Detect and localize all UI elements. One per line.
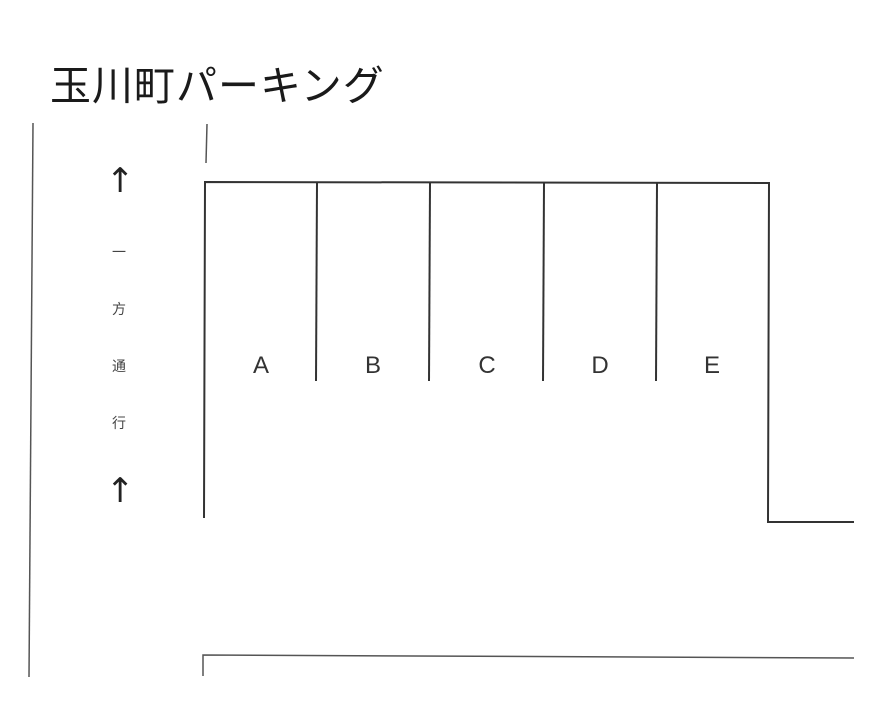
one-way-char: 一 <box>112 245 126 261</box>
up-arrow-icon: ↑ <box>106 161 135 201</box>
slot-divider <box>542 182 545 382</box>
slot-label-d: D <box>591 352 609 379</box>
one-way-char: 通 <box>112 359 126 375</box>
one-way-char: 行 <box>112 416 126 432</box>
slot-label-b: B <box>364 352 381 379</box>
road-edge-left <box>28 122 34 678</box>
slot-divider <box>655 182 658 382</box>
one-way-char: 方 <box>112 302 126 318</box>
page-title: 玉川町パーキング <box>50 62 385 110</box>
slot-label-c: C <box>478 352 496 379</box>
slot-label-e: E <box>703 352 720 379</box>
one-way-label: 一 方 通 行 <box>106 242 132 470</box>
slot-label-a: A <box>252 352 269 379</box>
lot-boundary <box>203 180 854 523</box>
up-arrow-icon: ↑ <box>106 471 135 511</box>
road-edge-bottom <box>202 654 855 676</box>
slot-divider <box>428 182 431 382</box>
lot-left-upper-edge <box>205 123 208 164</box>
slot-divider <box>315 182 318 382</box>
